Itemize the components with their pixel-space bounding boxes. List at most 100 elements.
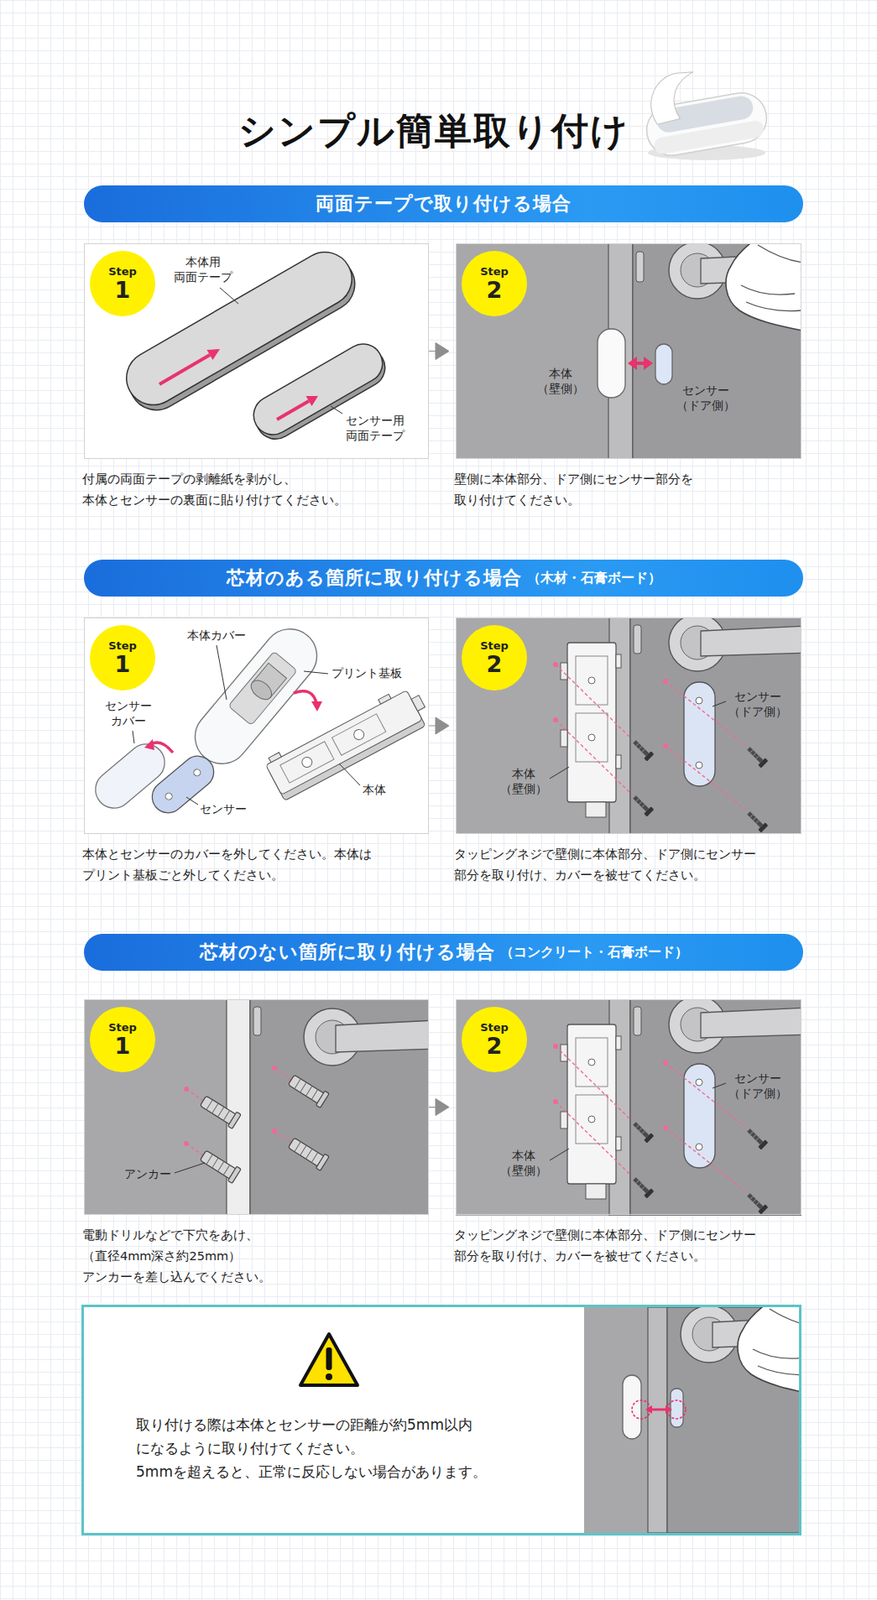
tape-illustration-part: [276, 401, 309, 420]
parts-illustration-part: [83, 617, 429, 835]
section-heading: （木材・石膏ボード）: [527, 569, 662, 588]
parts-illustration-part-part: [332, 714, 387, 756]
warning-box: 取り付ける際は本体とセンサーの距離が約5mm以内 になるように取り付けてください…: [81, 1305, 802, 1536]
part-label: センサー （ドア側）: [728, 689, 788, 720]
step-badge: Step1: [89, 625, 156, 691]
part-label: センサー用 両面テープ: [345, 412, 405, 444]
parts-illustration-part-part: [183, 618, 328, 776]
section-band: 両面テープで取り付ける場合: [83, 185, 804, 223]
step-number: Step: [480, 1022, 509, 1034]
product-photo-part-part: [646, 70, 701, 126]
step-panel: タッピングネジで壁側に本体部分、ドア側にセンサー 部分を取り付け、カバーを被せて…: [455, 999, 802, 1216]
parts-illustration-part-part: [247, 676, 276, 704]
tape-illustration-part: [159, 354, 210, 385]
parts-illustration-part-part: [228, 651, 298, 726]
section-heading: 両面テープで取り付ける場合: [315, 191, 572, 217]
step-number: 2: [486, 652, 503, 676]
anchor-scene-part: [287, 1136, 329, 1172]
anchor-scene-part: [253, 1007, 262, 1036]
part-label: アンカー: [124, 1166, 172, 1182]
section-band: 芯材のない箇所に取り付ける場合（コンクリート・石膏ボード）: [83, 934, 804, 971]
parts-illustration-part-part: [266, 690, 423, 796]
step-panel: 壁側に本体部分、ドア側にセンサー部分を 取り付けてください。Step2: [455, 243, 802, 460]
step-number: 1: [114, 1034, 131, 1058]
parts-illustration: [83, 617, 429, 835]
step-panel: タッピングネジで壁側に本体部分、ドア側にセンサー 部分を取り付け、カバーを被せて…: [455, 617, 802, 835]
section-heading: 芯材のある箇所に取り付ける場合: [226, 565, 523, 591]
warning-scene-part-part: [737, 1307, 799, 1399]
step-caption: 付属の両面テープの剥離紙を剥がし、 本体とセンサーの裏面に貼り付けてください。: [82, 469, 410, 512]
tape-illustration-part: [306, 396, 319, 407]
step-caption: 電動ドリルなどで下穴をあけ、（直径4mm深さ約25mm） アンカーを差し込んでく…: [82, 1225, 410, 1289]
part-label: 本体 （壁側）: [537, 365, 585, 397]
part-label: 本体用 両面テープ: [173, 254, 233, 285]
step-number: Step: [480, 266, 509, 278]
tape-illustration: [83, 243, 429, 460]
door-scene-part: [725, 243, 802, 335]
anchor-scene-part: [183, 1141, 189, 1147]
door-scene: [455, 243, 802, 460]
parts-illustration-part-part: [164, 792, 174, 802]
parts-illustration-part-part: [378, 694, 392, 705]
parts-illustration-part-part: [280, 741, 335, 784]
warning-icon-part: [325, 1373, 333, 1381]
parts-illustration-part-part: [268, 752, 282, 763]
step-number: 2: [486, 278, 503, 302]
step-number: 1: [114, 652, 131, 676]
step-caption: 本体とセンサーのカバーを外してください。本体は プリント基板ごと外してください。: [82, 844, 410, 887]
step-number: Step: [480, 640, 509, 653]
step-badge: Step2: [461, 1007, 528, 1073]
part-label: 本体カバー: [187, 627, 246, 643]
parts-illustration-part: [293, 691, 317, 704]
text-wrap: 取り付ける際は本体とセンサーの距離が約5mm以内 になるように取り付けてください…: [135, 1413, 506, 1484]
anchor-scene-part: [174, 1163, 205, 1174]
warning-text: 5mmを超えると、正常に反応しない場合があります。: [135, 1460, 506, 1484]
parts-illustration-part: [132, 645, 361, 805]
illustration-part: [455, 996, 810, 1217]
warning-scene-part-part: [670, 1388, 684, 1428]
warning-icon-part: [300, 1334, 358, 1386]
part-label: 本体: [362, 782, 387, 798]
door-scene-part: [636, 251, 644, 282]
section-band: 芯材のある箇所に取り付ける場合（木材・石膏ボード）: [83, 559, 804, 597]
section-heading: （コンクリート・石膏ボード）: [500, 944, 689, 962]
door-scene-part: [597, 328, 626, 398]
product-photo: [637, 59, 771, 161]
step-arrow: [428, 717, 449, 735]
anchor-scene-part: [198, 1094, 241, 1130]
step-arrow: [428, 1099, 449, 1117]
step-badge: Step1: [89, 250, 156, 317]
parts-illustration-part-part: [352, 727, 366, 742]
part-label: センサー カバー: [104, 698, 152, 729]
warning-scene: [81, 1292, 836, 1536]
parts-illustration-part: [151, 742, 173, 753]
step-number: Step: [108, 640, 137, 653]
warning-scene-part: [584, 1307, 799, 1534]
warning-scene-part-part: [651, 1409, 667, 1412]
tape-illustration-part: [207, 349, 221, 361]
warning-scene-part-part: [645, 1405, 653, 1415]
warning-text: 取り付ける際は本体とセンサーの距離が約5mm以内 になるように取り付けてください…: [135, 1413, 506, 1461]
parts-illustration-part: [144, 739, 155, 751]
step-number: Step: [108, 1022, 137, 1034]
anchor-scene-part: [271, 1065, 277, 1071]
warning-icon: [300, 1334, 358, 1386]
step-badge: Step1: [89, 1007, 156, 1073]
step-badge: Step2: [461, 625, 528, 691]
part-label: センサー （ドア側）: [728, 1070, 788, 1102]
step-number: Step: [108, 266, 137, 278]
door-scene-part: [627, 356, 637, 371]
part-label: プリント基板: [331, 665, 402, 681]
step-number: 2: [486, 1034, 503, 1058]
step-caption: タッピングネジで壁側に本体部分、ドア側にセンサー 部分を取り付け、カバーを被せて…: [454, 1225, 782, 1268]
parts-illustration-part: [183, 618, 328, 776]
part-label: センサー （ドア側）: [676, 382, 736, 413]
product-photo-part: [637, 59, 771, 161]
page-title: シンプル簡単取り付け: [0, 107, 868, 155]
anchor-scene: [83, 999, 429, 1216]
step-badge: Step2: [461, 250, 528, 317]
parts-illustration-part-part: [192, 767, 202, 778]
door-scene-part: [643, 356, 653, 371]
